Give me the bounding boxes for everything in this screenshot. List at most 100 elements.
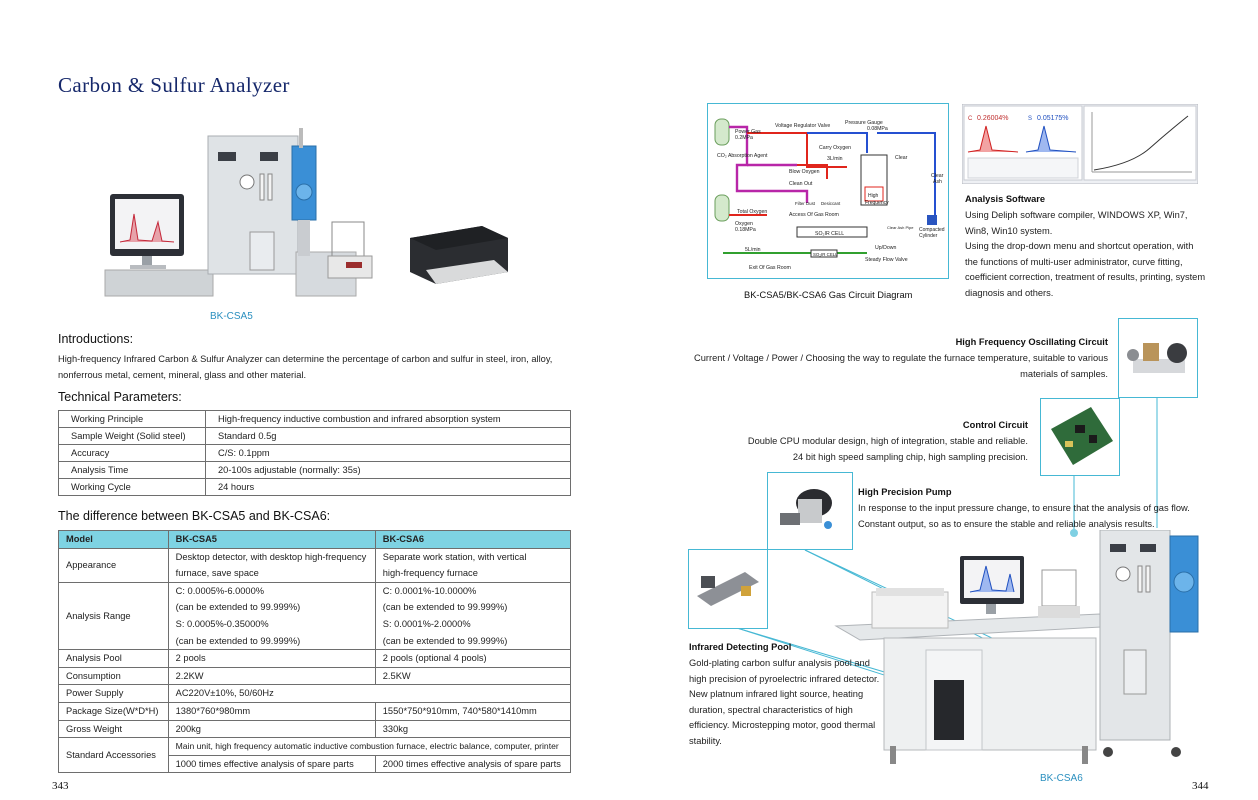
feature-line: materials of samples. <box>1020 368 1108 379</box>
cell: 1550*750*910mm, 740*580*1410mm <box>374 701 572 721</box>
feature-line: New platnum infrared light source, heati… <box>689 689 864 699</box>
cell: 2.5KW <box>374 666 572 686</box>
feature-line: efficiency. Microstepping motor, good th… <box>689 720 876 730</box>
param-name: Analysis Time <box>58 461 206 479</box>
param-value: 20-100s adjustable (normally: 35s) <box>205 461 571 479</box>
feature-line: stability. <box>689 735 722 746</box>
feature-line: high precision of pyroelectric infrared … <box>689 673 880 684</box>
feature-line: Current / Voltage / Power / Choosing the… <box>694 353 1108 363</box>
introduction-text: High-frequency Infrared Carbon & Sulfur … <box>58 354 553 380</box>
technical-parameters-heading: Technical Parameters: <box>58 390 182 404</box>
cell-line: high-frequency furnace <box>382 568 478 579</box>
bk-csa5-caption: BK-CSA5 <box>210 311 253 322</box>
cell: C: 0.0001%-10.0000%(can be extended to 9… <box>374 581 572 651</box>
table-row: Power Supply AC220V±10%, 50/60Hz <box>58 684 572 703</box>
label-clean-out: Clean Out <box>789 181 813 187</box>
feature-heading-ir-pool: Infrared Detecting Pool <box>689 642 792 652</box>
infrared-detecting-pool-image <box>688 549 768 629</box>
software-line: Using the drop-down menu and shortcut op… <box>965 241 1194 251</box>
cell-line: (can be extended to 99.999%) <box>175 602 301 613</box>
feature-text-pump: In response to the input pressure change… <box>858 501 1208 532</box>
feature-line: Double CPU modular design, high of integ… <box>747 436 1028 446</box>
feature-text-control-circuit: Double CPU modular design, high of integ… <box>700 434 1028 465</box>
feature-heading-pump: High Precision Pump <box>858 487 952 497</box>
row-label: Standard Accessories <box>58 737 169 774</box>
readout-s-label: S <box>1028 116 1032 122</box>
header-model: Model <box>58 530 169 549</box>
label-blow-oxygen: Blow Oxygen <box>789 169 820 175</box>
label-flow-rate: 3L/min <box>827 156 843 162</box>
readout-c-value: 0.26004% <box>977 115 1009 122</box>
header-bk-csa5: BK-CSA5 <box>167 530 376 549</box>
label-desiccant: Desiccant <box>821 201 841 206</box>
label-filter-dust: Filter Dust <box>795 201 816 206</box>
header-bk-csa6: BK-CSA6 <box>374 530 572 549</box>
label-power-gas: Power Gas <box>735 129 761 135</box>
row-label: Power Supply <box>58 684 169 703</box>
software-line: Win8, Win10 system. <box>965 225 1053 236</box>
label-power-gas-pressure: 0.2MPa <box>735 135 753 141</box>
table-row: Gross Weight 200kg 330kg <box>58 719 572 739</box>
param-value: C/S: 0.1ppm <box>205 444 571 462</box>
feature-heading-control-circuit: Control Circuit <box>962 420 1028 430</box>
feature-line: duration, spectral characteristics of hi… <box>689 704 853 715</box>
bk-csa6-product-image <box>834 530 1199 764</box>
param-value: Standard 0.5g <box>205 427 571 445</box>
param-name: Sample Weight (Solid steel) <box>58 427 206 445</box>
cell: C: 0.0005%-6.0000% (can be extended to 99… <box>167 581 376 651</box>
page-number-right: 344 <box>1192 780 1209 792</box>
label-high: High <box>868 193 879 199</box>
feature-text-hf-circuit: Current / Voltage / Power / Choosing the… <box>660 351 1108 382</box>
label-pressure-gauge: Pressure Gauge <box>845 120 883 126</box>
feature-line: 24 bit high speed sampling chip, high sa… <box>792 451 1028 462</box>
feature-text-ir-pool: Gold-plating carbon sulfur analysis pool… <box>689 656 899 749</box>
feature-heading-hf-circuit: High Frequency Oscillating Circuit <box>955 337 1108 347</box>
analysis-software-screenshot: C 0.26004% S 0.05175% <box>962 104 1198 184</box>
page-number-left: 343 <box>52 780 69 792</box>
label-regulator-valve: Voltage Regulator Valve <box>775 123 830 129</box>
software-line: diagnosis and others. <box>965 287 1054 298</box>
row-label: Appearance <box>58 547 169 583</box>
row-label: Package Size(W*D*H) <box>58 701 169 721</box>
label-cylinder: Cylinder <box>919 233 938 239</box>
label-clear-ash-pipe: Clear Ash Pipe <box>887 225 914 230</box>
table-row: 1000 times effective analysis of spare p… <box>59 754 572 774</box>
label-so2-ir-cell: SO₂IR CELL <box>815 231 844 237</box>
table-row: Analysis Range C: 0.0005%-6.0000%(can be… <box>58 581 572 651</box>
cell: 2000 times effective analysis of spare p… <box>374 754 572 774</box>
table-row: Standard Accessories Main unit, high fre… <box>58 737 572 774</box>
cell: 1380*760*980mm <box>167 701 376 721</box>
cell-line: S: 0.0001%-2.0000% <box>382 618 471 629</box>
cell-line: (can be extended to 99.999%) <box>382 602 508 613</box>
label-oxygen-pressure: 0.18MPa <box>735 227 756 233</box>
table-row: Package Size(W*D*H) 1380*760*980mm 1550*… <box>58 701 572 721</box>
diagram-caption: BK-CSA5/BK-CSA6 Gas Circuit Diagram <box>744 290 913 300</box>
model-difference-table: Model BK-CSA5 BK-CSA6 Appearance Desktop… <box>58 530 572 774</box>
label-clear: Clear <box>895 155 908 161</box>
feature-line: Gold-plating carbon sulfur analysis pool… <box>689 658 870 668</box>
difference-heading: The difference between BK-CSA5 and BK-CS… <box>58 509 331 523</box>
readout-s-value: 0.05175% <box>1037 115 1069 122</box>
cell: Desktop detector, with desktop high-freq… <box>167 547 376 583</box>
label-5l-min: 5L/min <box>745 247 761 253</box>
label-pressure-gauge-value: 0.08MPa <box>867 126 888 132</box>
readout-c-label: C <box>968 116 973 122</box>
bk-csa5-product-image <box>104 128 508 297</box>
param-value: High-frequency inductive combustion and … <box>205 410 571 428</box>
software-line: Using Deliph software compiler, WINDOWS … <box>965 210 1188 220</box>
software-line: coefficient correction, treatment of res… <box>965 272 1206 282</box>
feature-line: In response to the input pressure change… <box>858 503 1190 513</box>
param-name: Working Cycle <box>58 478 206 496</box>
label-access-gas-room: Access Of Gas Room <box>789 212 839 218</box>
software-description: Using Deliph software compiler, WINDOWS … <box>965 208 1225 301</box>
param-value: 24 hours <box>205 478 571 496</box>
cell: 330kg <box>374 719 572 739</box>
row-label: Consumption <box>58 666 169 686</box>
cell-line: C: 0.0005%-6.0000% <box>175 585 265 596</box>
